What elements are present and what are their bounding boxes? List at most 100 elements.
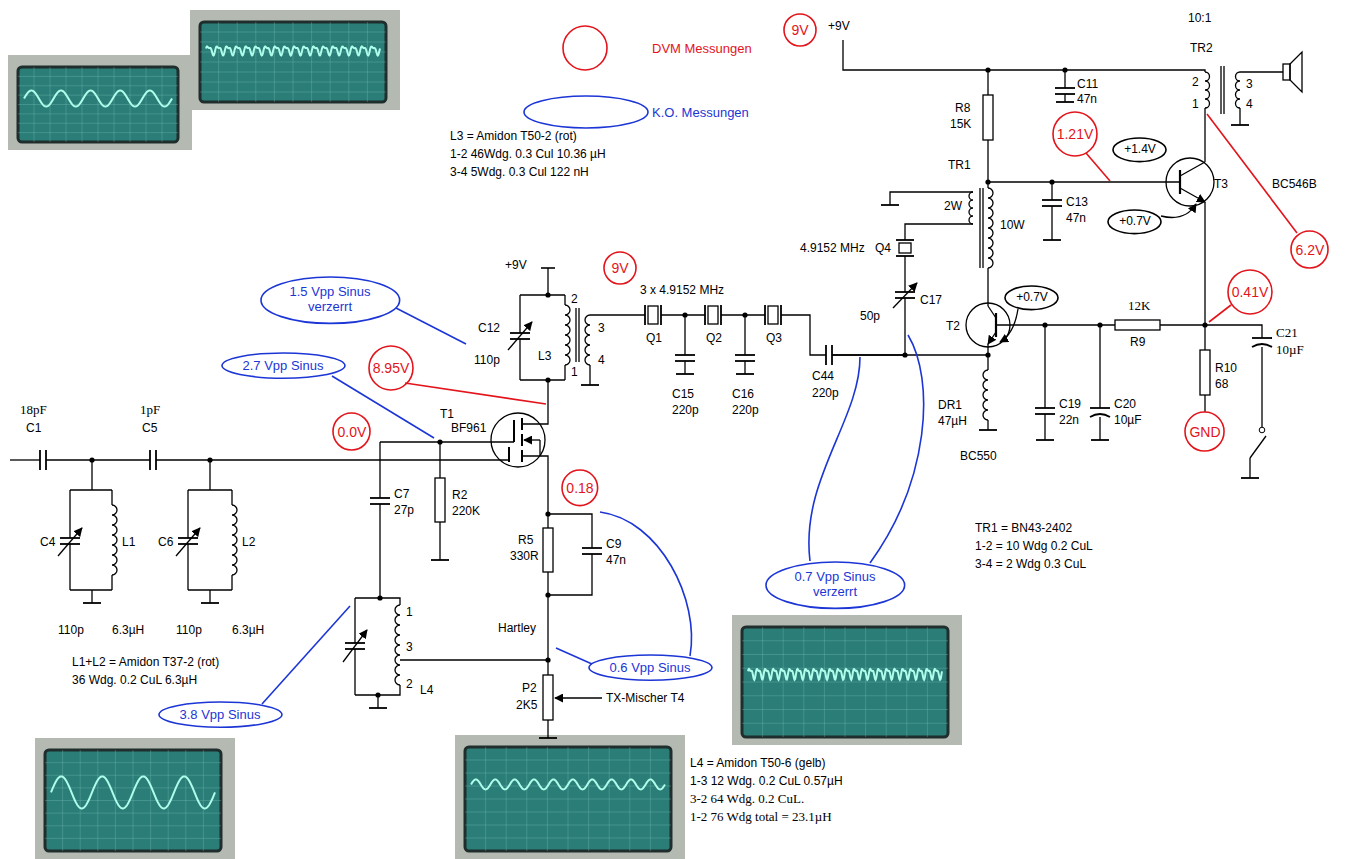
ground-symbol [979, 429, 997, 431]
wire [684, 315, 685, 355]
reading-text: 1.21V [1057, 126, 1094, 142]
trimmer-arrow [343, 630, 367, 662]
legend-sample [563, 26, 607, 70]
crystal-symbol [708, 306, 718, 324]
transistor-symbol [521, 434, 523, 446]
reading-text: 9V [791, 22, 808, 38]
scope-grid [18, 113, 178, 114]
scope-screen [18, 67, 178, 142]
part-value: 50p [860, 309, 880, 323]
transistor-symbol [1180, 188, 1205, 202]
part-value: TX-Mischer T4 [606, 691, 684, 705]
scope-trace [51, 776, 215, 808]
scope-grid [465, 812, 671, 813]
part-value: 6.3µH [112, 623, 144, 637]
part-name: C4 [40, 535, 55, 549]
winding-note: 1-2 = 10 Wdg 0.2 CuL [975, 539, 1093, 553]
part-name: T2 [946, 319, 960, 333]
winding-note: L1+L2 = Amidon T37-2 (rot) [72, 655, 219, 669]
wire [1044, 414, 1045, 440]
scope-grid [465, 825, 671, 826]
scope-grid [200, 62, 386, 63]
capacitor-symbol [1252, 344, 1272, 347]
legend-text: K.O. Messungen [652, 105, 749, 120]
part-name: Q2 [706, 331, 722, 345]
part-name: C44 [812, 369, 834, 383]
wire [522, 456, 548, 528]
crystal-symbol [896, 239, 914, 241]
node-outline [1108, 210, 1161, 234]
winding-note: 1-3 12 Wdg. 0.2 CuL 0.57µH [690, 774, 843, 788]
wire [832, 354, 905, 355]
reading-text: 3.8 Vpp Sinus [180, 708, 261, 723]
coil-symbol [969, 192, 973, 224]
photo-frame [190, 10, 400, 110]
winding-note: 1-2 76 Wdg total = 23.1µH [690, 810, 832, 824]
pin-number: 2 [571, 292, 578, 306]
scope-screen [465, 747, 671, 851]
part-value: 1pF [140, 403, 160, 417]
scope-grid [465, 838, 671, 839]
coil-symbol [983, 370, 988, 420]
pin-number: 3 [598, 321, 605, 335]
ground-symbol [201, 602, 219, 604]
crystal-symbol [768, 306, 778, 324]
transistor-symbol [1180, 162, 1205, 176]
reading-text: 8.95V [373, 360, 410, 376]
wire [1051, 206, 1052, 240]
reading-text: 0.0V [338, 424, 367, 440]
wire [1249, 458, 1250, 478]
scope-grid [200, 82, 386, 83]
ground-symbol [1091, 439, 1109, 441]
part-name: T1 [440, 407, 454, 421]
part-name: C12 [478, 321, 500, 335]
scope-trace [24, 91, 172, 107]
wire [209, 590, 210, 603]
scope-grid [18, 85, 178, 86]
node-outline [589, 655, 712, 680]
node-outline [1005, 286, 1058, 310]
part-value: 12K [1128, 299, 1150, 313]
capacitor-symbol [345, 642, 365, 644]
wire [380, 441, 514, 442]
part-name: C6 [158, 535, 173, 549]
transformer-core [1220, 66, 1221, 114]
wire [1064, 70, 1065, 88]
trimmer-arrow [176, 528, 200, 556]
oscilloscope-photo [8, 55, 192, 150]
scope-grid [45, 787, 221, 788]
wire [355, 598, 400, 605]
part-value: 10µF [1276, 343, 1304, 357]
winding-note: L3 = Amidon T50-2 (rot) [450, 129, 577, 143]
part-name: C19 [1059, 397, 1081, 411]
ground-symbol [539, 737, 557, 739]
wire [187, 490, 188, 538]
resistor-symbol [543, 528, 553, 572]
ground-symbol [1036, 439, 1054, 441]
photo-frame [35, 738, 235, 859]
coil-symbol [112, 505, 117, 575]
transistor-symbol [1179, 170, 1181, 194]
part-name: Q1 [646, 331, 662, 345]
capacitor-symbol [1042, 199, 1062, 201]
part-value: 220p [732, 403, 759, 417]
winding-note: L4 = Amidon T50-6 (gelb) [690, 756, 826, 770]
ground-symbol [1043, 239, 1061, 241]
capacitor-symbol [1252, 337, 1272, 339]
wire [744, 361, 745, 374]
capacitor-symbol [675, 354, 695, 356]
leader-line [1207, 114, 1297, 233]
transformer-core [578, 308, 579, 362]
scope-grid [18, 132, 178, 133]
photo-frame [8, 55, 192, 150]
wire [1204, 108, 1205, 162]
transistor-symbol [988, 332, 996, 344]
oscilloscope-photo [35, 738, 235, 859]
coil-symbol [1205, 72, 1210, 108]
coil-symbol [988, 188, 993, 268]
wire [231, 490, 232, 505]
wire [439, 522, 440, 560]
photo-frame [732, 615, 962, 745]
voltage-reading: 9V [783, 13, 817, 47]
transistor-symbol [988, 306, 996, 318]
